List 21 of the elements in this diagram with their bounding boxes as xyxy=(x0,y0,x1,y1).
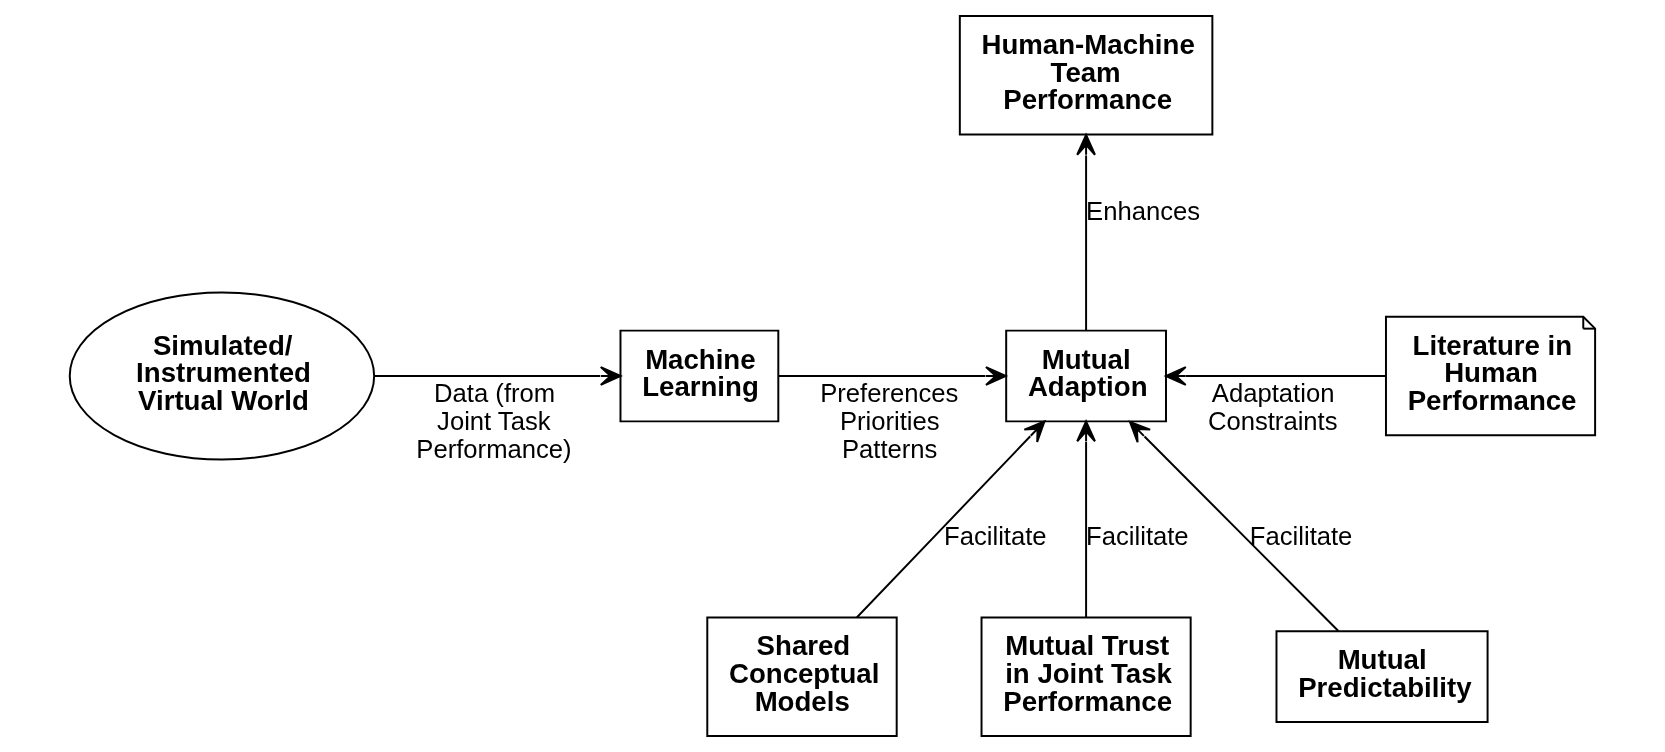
edge-label: Facilitate xyxy=(1086,522,1189,551)
node-box: Mutual Trust in Joint Task Performance xyxy=(980,616,1192,737)
arrow xyxy=(855,420,1046,619)
edge-label: Facilitate xyxy=(944,522,1047,551)
edge-label: Enhances xyxy=(1086,197,1201,226)
arrow xyxy=(1076,134,1096,332)
edge-label: Data (from Joint Task Performance) xyxy=(416,379,572,463)
node-box: Mutual Adaption xyxy=(1005,329,1167,423)
edge-label: Adaptation Constraints xyxy=(1207,379,1338,436)
arrow xyxy=(777,366,1007,386)
edge-label: Facilitate xyxy=(1249,522,1353,551)
arrow xyxy=(1128,420,1340,632)
node-ellipse: Simulated/ Instrumented Virtual World xyxy=(68,291,376,461)
arrow xyxy=(1165,366,1387,386)
node-box: Mutual Predictability xyxy=(1275,630,1489,724)
arrow xyxy=(1076,420,1096,619)
arrow xyxy=(373,366,622,386)
edge-label: Preferences Priorities Patterns xyxy=(820,379,959,463)
node-box: Human-Machine Team Performance xyxy=(958,15,1214,136)
node-box: Machine Learning xyxy=(619,329,780,423)
node-box: Shared Conceptual Models xyxy=(706,616,898,737)
